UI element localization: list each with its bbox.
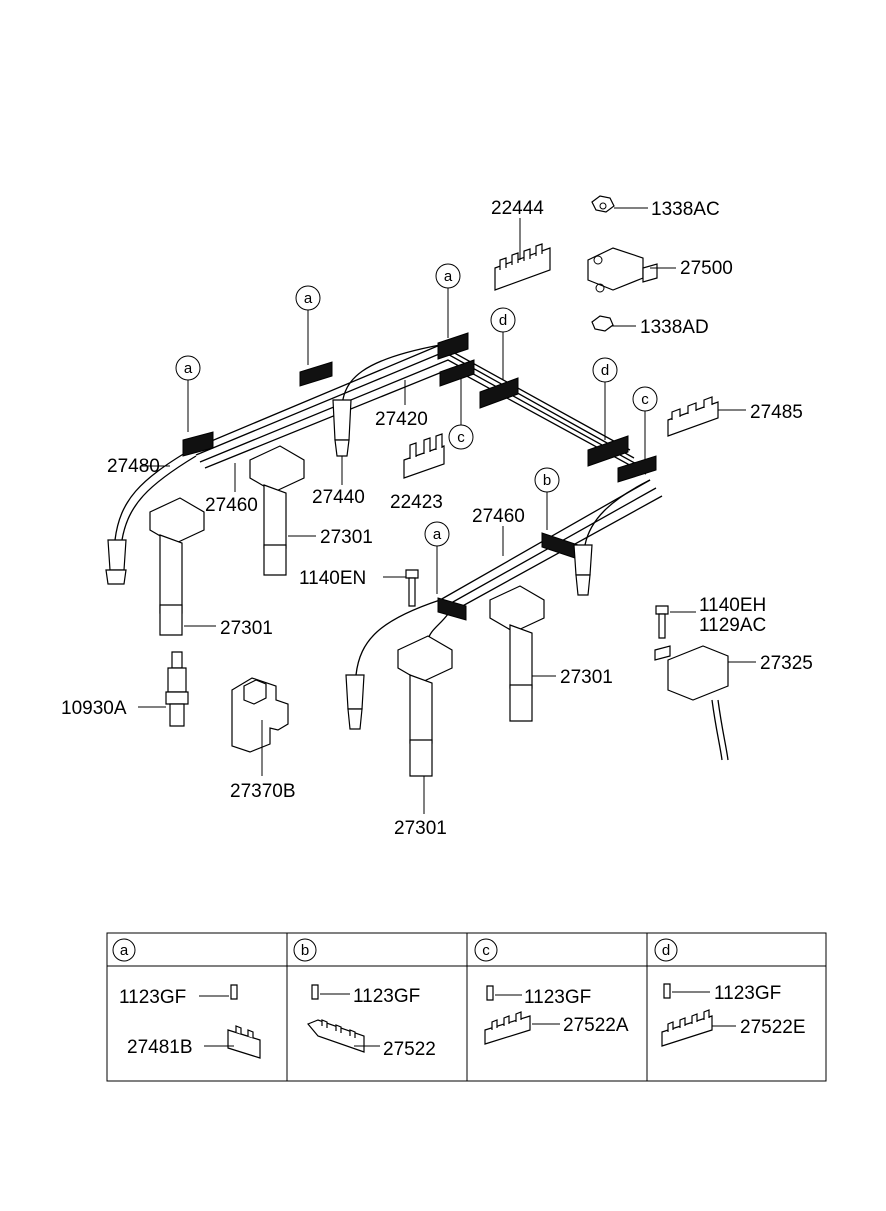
coil-27370B [231,677,289,776]
svg-text:c: c [482,942,490,959]
legend-a-clip: 27481B [127,1037,193,1058]
clamp-a-left [182,431,214,457]
legend-cell-c: c [474,938,560,1045]
legend-a-screw: 1123GF [119,987,186,1008]
spark-plug-10930A [138,651,189,727]
harness-clamps [182,332,657,621]
label-27301-c: 27301 [560,667,613,688]
clamp-c-right [617,455,657,483]
legend-d-clip: 27522E [740,1017,806,1038]
plug-right [573,544,593,596]
label-27440: 27440 [312,487,365,508]
label-1129AC: 1129AC [699,615,766,636]
label-27370B: 27370B [230,781,296,802]
svg-text:c: c [641,391,649,408]
legend-c-clip: 27522A [563,1015,629,1036]
bolt-1140EH [655,605,696,639]
svg-text:d: d [499,312,507,329]
clamp-a-front [437,597,467,621]
legend-cell-a: a [112,938,261,1059]
callout-circles: a a a d d c c [175,263,658,594]
legend-cell-b: b [293,938,380,1053]
label-27485: 27485 [750,402,803,423]
legend-b-screw: 1123GF [353,986,420,1007]
label-22444: 22444 [491,198,544,219]
plug-lower-left [345,674,365,730]
bolt-1140EN [383,569,419,607]
svg-text:b: b [543,472,551,489]
callout-d-2: d [592,357,618,440]
label-10930A: 10930A [61,698,127,719]
nut-1338AC [591,195,648,213]
legend-cell-d: d [654,938,736,1047]
clamp-d-top [479,377,519,409]
label-22423: 22423 [390,492,443,513]
clip-27485 [667,396,746,437]
label-27301-a: 27301 [320,527,373,548]
label-27500: 27500 [680,258,733,279]
callout-a-4: a [424,521,450,594]
legend-c-screw: 1123GF [524,987,591,1008]
label-27325: 27325 [760,653,813,674]
nut-1338AD [591,315,636,332]
clip-22423 [403,433,445,479]
svg-text:a: a [184,360,193,377]
plug-27440 [332,399,352,485]
svg-text:c: c [457,429,465,446]
callout-a-3: a [175,355,201,432]
callout-c-2: c [632,386,658,460]
clamp-a-top [437,332,469,360]
coil-27301-upper-left [149,445,316,636]
callout-c-1: c [448,378,474,450]
sensor-27325 [654,645,756,761]
svg-text:d: d [662,942,670,959]
clamp-d-right [587,435,629,467]
svg-text:b: b [301,942,309,959]
legend-d-screw: 1123GF [714,983,781,1004]
clip-22444 [494,218,551,291]
label-1140EN: 1140EN [299,568,366,589]
coil-27301-lower [397,585,556,814]
callout-d-1: d [490,307,516,380]
label-27301-b: 27301 [220,618,273,639]
label-27480: 27480 [107,456,160,477]
label-27460-left: 27460 [205,495,258,516]
svg-text:d: d [601,362,609,379]
legend-table: a 1123GF 27481B b 1123GF 27522 c [106,932,827,1082]
svg-text:a: a [433,526,442,543]
svg-text:a: a [444,268,453,285]
clamp-a-mid [299,361,333,387]
label-27301-d: 27301 [394,818,447,839]
callout-b-1: b [534,467,560,530]
label-1338AD: 1338AD [640,317,709,338]
label-27460-right: 27460 [472,506,525,527]
clamp-c-left [439,359,475,387]
label-1338AC: 1338AC [651,199,720,220]
label-1140EH: 1140EH [699,595,766,616]
svg-text:a: a [304,290,313,307]
callout-a-2: a [295,285,321,365]
svg-text:a: a [120,942,129,959]
plug-27480 [105,465,170,585]
legend-b-clip: 27522 [383,1039,436,1060]
label-27420: 27420 [375,409,428,430]
sensor-27500 [587,247,676,293]
callout-a-1: a [435,263,461,338]
